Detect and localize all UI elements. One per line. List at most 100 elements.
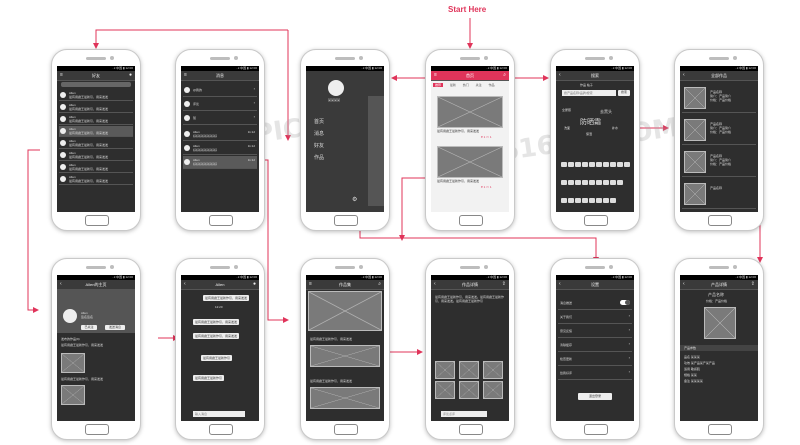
back-icon[interactable]: ‹: [559, 281, 561, 287]
tag[interactable]: 去黑头: [600, 109, 612, 114]
menu-icon[interactable]: ≡: [434, 72, 437, 78]
tag[interactable]: 防晒霜: [580, 119, 601, 126]
image-placeholder[interactable]: [437, 96, 503, 128]
share-icon[interactable]: ⇪: [501, 281, 506, 287]
settings-item[interactable]: 消息推送: [558, 297, 632, 310]
menu-icon[interactable]: ≡: [309, 281, 312, 287]
list-item[interactable]: 产品名称简介：产品简介价格：产品价格: [682, 116, 756, 145]
works-title: 作品集: [339, 282, 351, 287]
menu-item-home[interactable]: 首页: [314, 119, 325, 125]
tab-works[interactable]: 作品: [580, 83, 587, 87]
search-input[interactable]: 搜产品名称/品牌/搜索: [562, 90, 616, 96]
settings-item[interactable]: 清除缓存›: [558, 339, 632, 352]
tag[interactable]: 保湿: [586, 132, 593, 136]
tab-works[interactable]: 作品: [488, 83, 495, 87]
menu-item-messages[interactable]: 消息: [314, 131, 325, 137]
list-item[interactable]: 产品名称简介：产品简介价格：产品价格: [682, 84, 756, 113]
search-icon[interactable]: ⌕: [378, 281, 381, 287]
menu-item-works[interactable]: 作品: [314, 155, 325, 161]
home-button[interactable]: [708, 424, 732, 435]
image-placeholder[interactable]: [310, 345, 380, 367]
push-toggle[interactable]: [620, 300, 630, 305]
tab-latest[interactable]: 最新: [449, 83, 456, 87]
list-item[interactable]: 产品名称简介：产品简介价格：产品价格: [682, 148, 756, 177]
gear-icon[interactable]: ⚙: [352, 197, 358, 203]
works-screen: ..ıl 中国 ▮ 12:00 ≡作品集⌕ 最有用魔王最新作引，用来发发 最有用…: [306, 275, 384, 421]
menu-user: 某某某某: [328, 98, 341, 102]
message-input[interactable]: 输入消息: [193, 411, 245, 417]
avatar[interactable]: [328, 80, 344, 96]
pdetail-title: 产品详情: [711, 282, 727, 287]
share-icon[interactable]: ⇪: [750, 281, 755, 287]
home-button[interactable]: [209, 424, 233, 435]
home-button[interactable]: [584, 215, 608, 226]
list-item[interactable]: 产品名称: [682, 180, 756, 209]
home-button[interactable]: [584, 424, 608, 435]
settings-item[interactable]: 给我好评›: [558, 367, 632, 380]
back-icon[interactable]: ‹: [184, 281, 186, 287]
home-button[interactable]: [459, 424, 483, 435]
home-button[interactable]: [85, 424, 109, 435]
tab-recommend[interactable]: 推荐: [433, 83, 444, 87]
logout-button[interactable]: 退出登录: [578, 393, 612, 400]
user-icon[interactable]: ●: [252, 281, 256, 287]
menu-icon[interactable]: ≡: [60, 72, 63, 78]
image-placeholder[interactable]: [61, 385, 85, 405]
settings-item[interactable]: 意见反馈›: [558, 325, 632, 338]
search-input[interactable]: [61, 82, 131, 87]
avatar[interactable]: [63, 309, 77, 323]
search-button[interactable]: 搜索: [618, 90, 630, 96]
home-button[interactable]: [85, 215, 109, 226]
tag[interactable]: 补水: [612, 126, 619, 130]
banner[interactable]: [308, 291, 382, 331]
chat-bubble: 最有用魔王最新作引，用来发发: [193, 333, 240, 339]
back-icon[interactable]: ‹: [60, 281, 62, 287]
back-icon[interactable]: ‹: [434, 281, 436, 287]
back-icon[interactable]: ‹: [683, 72, 685, 78]
home-button[interactable]: [209, 215, 233, 226]
home-button[interactable]: [708, 215, 732, 226]
tab-follow[interactable]: 关注: [475, 83, 482, 87]
image-placeholder[interactable]: [310, 387, 380, 409]
back-icon[interactable]: ‹: [559, 72, 561, 78]
chat-bubble: 最有用魔王最新作引，用来发发: [193, 319, 240, 325]
menu-icon[interactable]: ≡: [184, 72, 187, 78]
home-tabs: 推荐 最新 热门 关注 作品: [433, 83, 494, 87]
home-screen: ..ıl 中国 ▮ 12:00 ≡首页⌕ 推荐 最新 热门 关注 作品 最有用魔…: [431, 66, 509, 212]
home-button[interactable]: [459, 215, 483, 226]
product-image[interactable]: [704, 307, 736, 339]
back-icon[interactable]: ‹: [683, 281, 685, 287]
settings-item[interactable]: 检查更新›: [558, 353, 632, 366]
tag[interactable]: 全屋照: [562, 108, 572, 112]
image-placeholder[interactable]: [437, 146, 503, 178]
image-placeholder[interactable]: [61, 353, 85, 373]
keyboard[interactable]: [560, 154, 630, 204]
tab-hot[interactable]: 热门: [462, 83, 469, 87]
list-item[interactable]: 赞›: [183, 112, 257, 125]
user-icon[interactable]: ●: [128, 72, 132, 78]
list-item[interactable]: 评论›: [183, 98, 257, 111]
follow-button[interactable]: 已关注: [81, 325, 97, 330]
settings-item[interactable]: 关于我们›: [558, 311, 632, 324]
products-title: 全部作品: [711, 73, 727, 78]
send-message-button[interactable]: 发送消息: [105, 325, 125, 330]
list-item[interactable]: @我的›: [183, 84, 257, 97]
menu-item-friends[interactable]: 好友: [314, 143, 325, 149]
tag[interactable]: 洗面: [564, 126, 571, 130]
home-button[interactable]: [334, 215, 358, 226]
search-icon[interactable]: ⌕: [503, 72, 506, 78]
tab-posts[interactable]: 帖子: [586, 83, 593, 87]
comment-input[interactable]: 评论点评: [441, 411, 487, 417]
home-button[interactable]: [334, 424, 358, 435]
